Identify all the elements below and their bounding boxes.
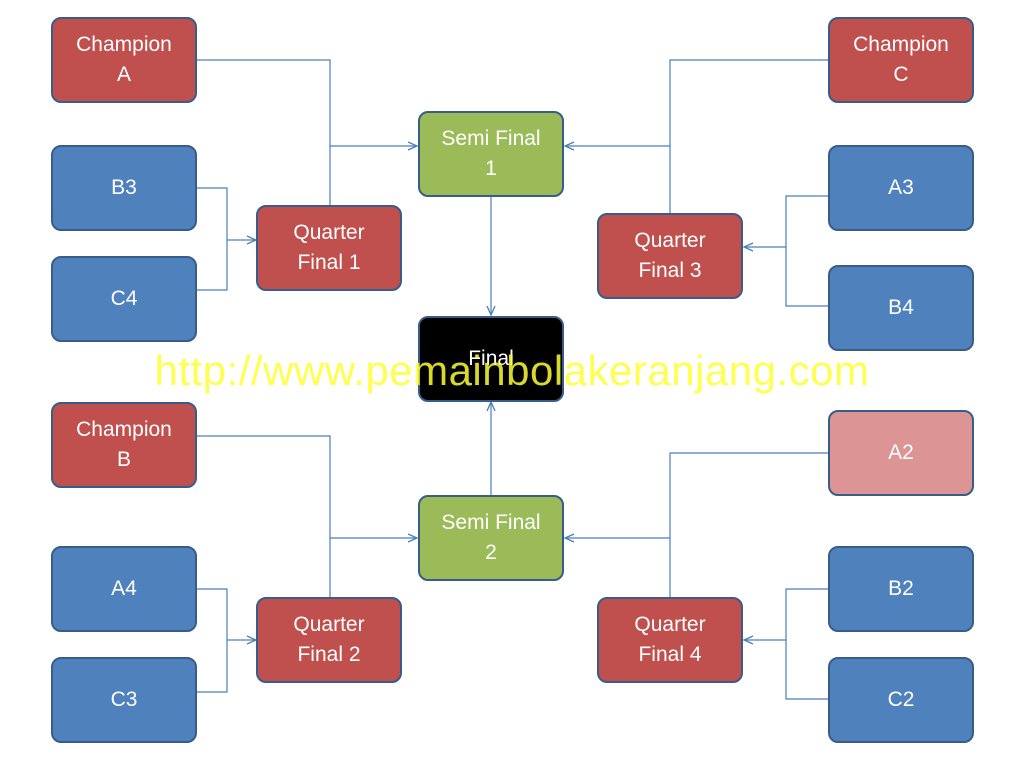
champion-c-box: Champion C bbox=[828, 17, 974, 103]
a2-box: A2 bbox=[828, 410, 974, 496]
c2-box: C2 bbox=[828, 657, 974, 743]
connector-b2-qf4 bbox=[785, 588, 828, 700]
semi-final-2-box: Semi Final 2 bbox=[418, 495, 564, 581]
semi-final-1-box: Semi Final 1 bbox=[418, 111, 564, 197]
c3-box: C3 bbox=[51, 657, 197, 743]
b4-box: B4 bbox=[828, 265, 974, 351]
b2-box: B2 bbox=[828, 546, 974, 632]
connector-champion-b-sf2 bbox=[197, 435, 417, 538]
champion-b-box: Champion B bbox=[51, 402, 197, 488]
final-box: Final bbox=[418, 316, 564, 402]
c4-box: C4 bbox=[51, 256, 197, 342]
connector-a4-qf2 bbox=[197, 588, 228, 693]
a4-box: A4 bbox=[51, 546, 197, 632]
connector-a2-sf2 bbox=[565, 452, 828, 538]
a3-box: A3 bbox=[828, 145, 974, 231]
quarter-final-3-box: Quarter Final 3 bbox=[597, 213, 743, 299]
connector-a3-qf3 bbox=[785, 195, 828, 307]
connector-champion-c-sf1 bbox=[565, 59, 828, 146]
watermark-url: http://www.pemainbolakeranjang.com bbox=[154, 347, 870, 394]
quarter-final-2-box: Quarter Final 2 bbox=[256, 597, 402, 683]
quarter-final-4-box: Quarter Final 4 bbox=[597, 597, 743, 683]
champion-a-box: Champion A bbox=[51, 17, 197, 103]
connector-champion-a-sf1 bbox=[197, 59, 417, 146]
connector-b3-qf1 bbox=[197, 187, 228, 291]
quarter-final-1-box: Quarter Final 1 bbox=[256, 205, 402, 291]
b3-box: B3 bbox=[51, 145, 197, 231]
